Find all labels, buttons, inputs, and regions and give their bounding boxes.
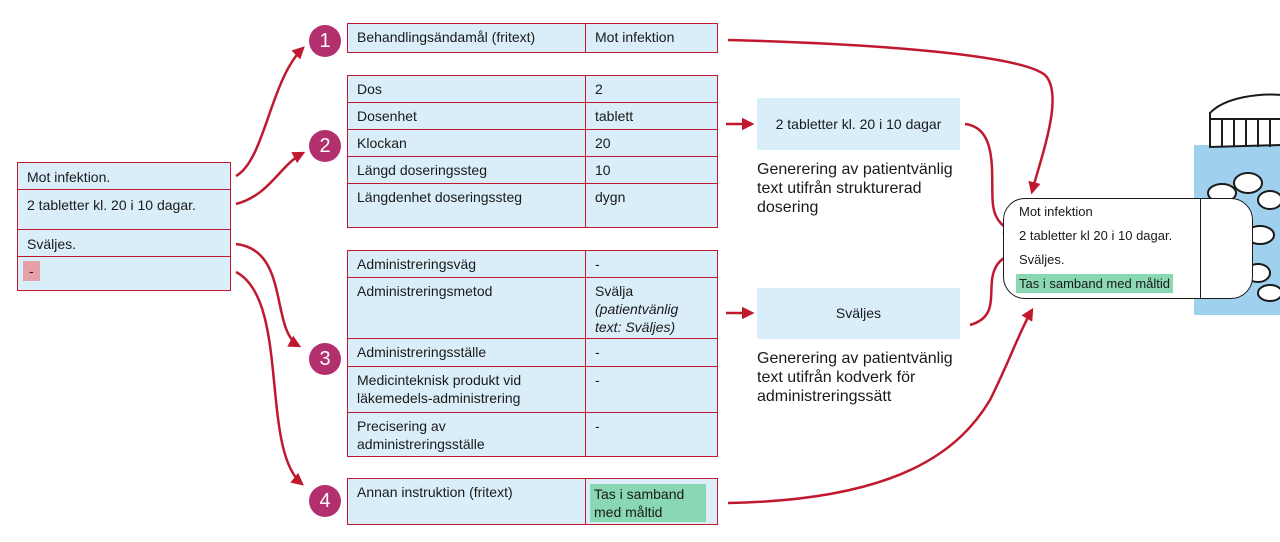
value-note: (patientvänlig text: Sväljes) bbox=[595, 301, 679, 335]
left-row-dosage: 2 tabletter kl. 20 i 10 dagar. bbox=[17, 189, 231, 230]
left-row-text: Sväljes. bbox=[27, 236, 77, 252]
table-label-cell: Administreringsväg bbox=[347, 250, 586, 278]
table-label-cell: Dosenhet bbox=[347, 102, 586, 130]
table-value-cell: - bbox=[585, 366, 718, 413]
arrow-table1-to-label bbox=[727, 38, 1054, 195]
arrow-to-badge-4 bbox=[235, 270, 304, 486]
badge-2: 2 bbox=[309, 130, 341, 162]
label-line-dosage: 2 tabletter kl 20 i 10 dagar. bbox=[1019, 228, 1173, 243]
table-label-cell: Längdenhet doseringssteg bbox=[347, 183, 586, 228]
table-label-cell: Administreringsmetod bbox=[347, 277, 586, 339]
left-row-reason: Mot infektion. bbox=[17, 162, 231, 190]
label-line-instruction: Tas i samband med måltid bbox=[1016, 274, 1174, 293]
badge-3: 3 bbox=[309, 343, 341, 375]
left-row-text: Mot infektion. bbox=[27, 169, 111, 185]
arrow-table4-to-label bbox=[727, 307, 1034, 505]
table-value-cell: - bbox=[585, 338, 718, 367]
dosage-caption: Generering av patientvänlig text utifrån… bbox=[757, 161, 953, 216]
label-line-admin: Sväljes. bbox=[1019, 252, 1065, 267]
patient-label: Mot infektion 2 tabletter kl 20 i 10 dag… bbox=[1003, 198, 1253, 299]
left-row-admin: Sväljes. bbox=[17, 229, 231, 257]
highlighted-value: Tas i samband med måltid bbox=[590, 484, 706, 522]
table-label-cell: Precisering av administreringsställe bbox=[347, 412, 586, 457]
table-label-cell: Dos bbox=[347, 75, 586, 103]
table-label-cell: Medicinteknisk produkt vid läkemedels-ad… bbox=[347, 366, 586, 413]
table-value-cell: 2 bbox=[585, 75, 718, 103]
table-value-cell: 10 bbox=[585, 156, 718, 184]
arrow-to-badge-1 bbox=[235, 46, 305, 178]
table-value-cell: - bbox=[585, 250, 718, 278]
table-label-cell: Administreringsställe bbox=[347, 338, 586, 367]
left-row-text: 2 tabletter kl. 20 i 10 dagar. bbox=[27, 197, 196, 213]
table-label-cell: Längd doseringssteg bbox=[347, 156, 586, 184]
badge-1: 1 bbox=[309, 25, 341, 57]
table-value-cell: - bbox=[585, 412, 718, 457]
table-value-cell: Svälja (patientvänlig text: Sväljes) bbox=[585, 277, 718, 339]
table-label-cell: Behandlingsändamål (fritext) bbox=[347, 23, 586, 53]
table-value-cell: 20 bbox=[585, 129, 718, 157]
table-value-cell: Tas i samband med måltid bbox=[585, 478, 718, 525]
empty-marker: - bbox=[23, 261, 40, 281]
arrow-to-badge-3 bbox=[235, 242, 302, 348]
table-value-cell: tablett bbox=[585, 102, 718, 130]
table-label-cell: Klockan bbox=[347, 129, 586, 157]
label-divider bbox=[1200, 199, 1201, 298]
value-main: Svälja bbox=[595, 283, 634, 299]
generated-dosage-box: 2 tabletter kl. 20 i 10 dagar bbox=[757, 98, 960, 150]
label-line-reason: Mot infektion bbox=[1019, 204, 1093, 219]
table-label-cell: Annan instruktion (fritext) bbox=[347, 478, 586, 525]
arrow-to-badge-2 bbox=[235, 151, 306, 206]
admin-caption: Generering av patientvänlig text utifrån… bbox=[757, 350, 953, 405]
generated-admin-box: Sväljes bbox=[757, 288, 960, 339]
left-row-other: - bbox=[17, 256, 231, 291]
table-value-cell: dygn bbox=[585, 183, 718, 228]
badge-4: 4 bbox=[309, 485, 341, 517]
table-value-cell: Mot infektion bbox=[585, 23, 718, 53]
